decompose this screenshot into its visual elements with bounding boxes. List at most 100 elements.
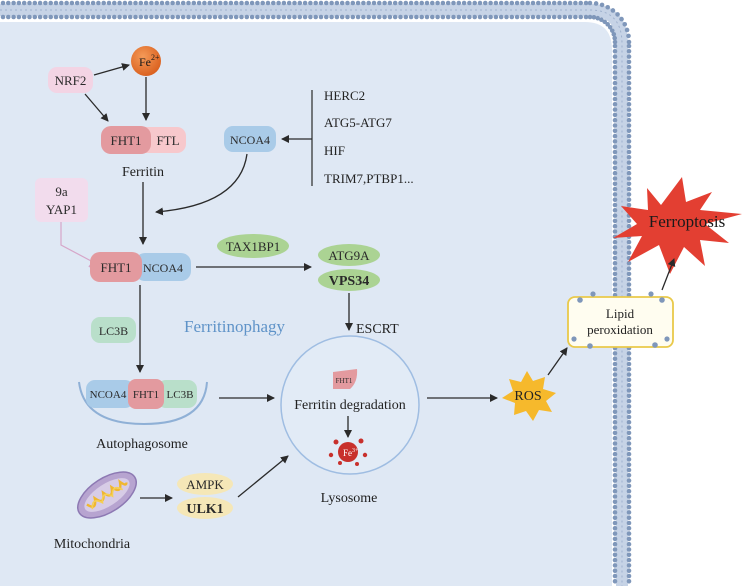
membrane-head — [122, 14, 128, 20]
membrane-head — [626, 49, 632, 54]
membrane-head — [626, 276, 632, 282]
membrane-head — [587, 14, 593, 20]
membrane-head — [567, 0, 573, 6]
membrane-head — [612, 430, 618, 436]
membrane-head — [626, 404, 632, 409]
membrane-head — [233, 0, 239, 6]
membrane-head — [398, 14, 403, 20]
membrane-head — [265, 0, 271, 6]
membrane-head — [525, 14, 530, 20]
membrane-head — [612, 462, 618, 468]
membrane-head — [612, 39, 618, 45]
membrane-head — [567, 14, 573, 20]
membrane-head — [456, 14, 462, 20]
membrane-head — [612, 91, 618, 96]
lipid-droplets — [571, 291, 670, 349]
membrane-head — [612, 160, 618, 165]
membrane-head — [122, 0, 128, 6]
membrane-head — [626, 457, 632, 462]
membrane-head — [626, 176, 632, 181]
membrane-head — [612, 245, 618, 250]
membrane-head — [101, 14, 106, 20]
ncoa4-label: NCOA4 — [230, 133, 270, 147]
lc3b-label: LC3B — [99, 324, 128, 338]
membrane-head — [334, 14, 340, 20]
membrane-head — [626, 393, 632, 399]
arrow-nrf2-to-fe2 — [93, 63, 130, 76]
membrane-head — [612, 155, 618, 160]
lc3b-auto-label: LC3B — [167, 389, 194, 401]
membrane-head — [612, 192, 618, 197]
lysosome-label: Lysosome — [321, 491, 378, 506]
membrane-head — [551, 0, 557, 6]
membrane-head — [106, 14, 112, 20]
membrane-head — [112, 14, 117, 20]
membrane-head — [612, 351, 618, 356]
membrane-head — [483, 14, 488, 20]
membrane-head — [175, 14, 181, 20]
membrane-head — [21, 0, 27, 6]
membrane-head — [626, 441, 632, 446]
membrane-head — [612, 54, 618, 59]
membrane-head — [612, 117, 618, 123]
membrane-head — [626, 271, 632, 277]
inhibitor-9a-label: 9a — [55, 184, 68, 199]
membrane-head — [202, 0, 207, 6]
membrane-head — [612, 515, 618, 520]
membrane-head — [626, 531, 632, 536]
membrane-head — [626, 451, 632, 457]
membrane-head — [461, 0, 467, 6]
membrane-head — [612, 176, 618, 181]
membrane-head — [472, 14, 478, 20]
membrane-head — [127, 14, 133, 20]
membrane-head — [483, 0, 488, 6]
membrane-head — [612, 261, 618, 266]
membrane-head — [133, 0, 138, 6]
membrane-head — [355, 0, 361, 6]
fht1-fragment — [333, 369, 358, 389]
membrane-head — [626, 520, 632, 526]
membrane-head — [435, 0, 440, 6]
membrane-head — [11, 0, 16, 6]
membrane-head — [612, 552, 618, 558]
membrane-head — [607, 25, 613, 30]
ncoa4-complex-label: NCOA4 — [143, 261, 183, 275]
membrane-head — [626, 573, 632, 579]
membrane-head — [419, 14, 425, 20]
membrane-head — [612, 526, 618, 531]
membrane-head — [456, 0, 462, 6]
membrane-head — [0, 14, 6, 20]
membrane-head — [435, 14, 440, 20]
membrane-head — [626, 494, 632, 499]
cell-membrane — [0, 0, 632, 586]
trim7-ptbp1-label: TRIM7,PTBP1... — [324, 171, 414, 186]
membrane-head — [281, 0, 287, 6]
membrane-head — [626, 64, 632, 70]
membrane-head — [595, 15, 601, 21]
membrane-head — [149, 14, 154, 20]
membrane-head — [626, 218, 632, 224]
membrane-head — [244, 0, 250, 6]
membrane-head — [382, 0, 387, 6]
membrane-head — [85, 0, 91, 6]
membrane-head — [626, 552, 632, 558]
herc2-label: HERC2 — [324, 88, 365, 103]
membrane-head — [599, 17, 604, 23]
membrane-head — [414, 14, 419, 20]
membrane-head — [43, 14, 48, 20]
membrane-head — [612, 557, 618, 563]
membrane-head — [292, 0, 297, 6]
membrane-head — [626, 96, 632, 102]
membrane-head — [626, 128, 632, 134]
ncoa4-box — [224, 126, 276, 152]
membrane-head — [615, 12, 620, 17]
atg5-atg7-label: ATG5-ATG7 — [324, 115, 392, 130]
membrane-head — [165, 0, 170, 6]
membrane-head — [467, 0, 472, 6]
membrane-head — [602, 19, 607, 25]
membrane-head — [626, 430, 632, 436]
membrane-head — [387, 14, 393, 20]
inhibitor-box — [35, 178, 88, 222]
membrane-head — [276, 0, 281, 6]
